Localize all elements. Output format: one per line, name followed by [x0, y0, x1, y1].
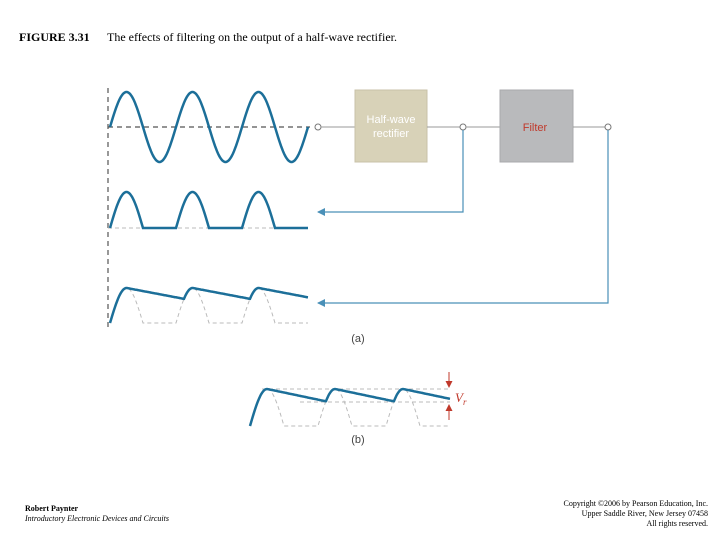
- rectifier-label-line2: rectifier: [373, 128, 409, 140]
- part-a-label: (a): [351, 333, 364, 345]
- filtered-output-waveform-a: [108, 286, 309, 324]
- rectifier-label-line1: Half-wave: [367, 114, 416, 126]
- filter-output-arrow: [317, 130, 609, 307]
- author-name: Robert Paynter: [25, 504, 79, 513]
- sine-input-waveform: [108, 90, 310, 164]
- rectifier-output-arrow: [317, 130, 464, 216]
- filter-block: [499, 89, 574, 163]
- copyright-line-3: All rights reserved.: [646, 519, 708, 528]
- rectifier-output-terminal: [459, 123, 467, 131]
- half-wave-output-waveform: [108, 190, 308, 230]
- filter-label: Filter: [523, 122, 548, 134]
- filtered-output-waveform-b: [248, 387, 451, 427]
- copyright-notice: Copyright ©2006 by Pearson Education, In…: [488, 499, 709, 529]
- filter-output-terminal: [604, 123, 612, 131]
- ripple-voltage-label: Vr: [455, 390, 467, 407]
- part-b-label: (b): [351, 434, 364, 446]
- unfiltered-ghost-waveform-a: [109, 287, 308, 324]
- unfiltered-ghost-waveform-b: [249, 388, 450, 427]
- book-title: Introductory Electronic Devices and Circ…: [25, 514, 169, 523]
- copyright-line-2: Upper Saddle River, New Jersey 07458: [581, 509, 708, 518]
- figure-caption: The effects of filtering on the output o…: [107, 30, 397, 44]
- input-terminal: [314, 123, 322, 131]
- copyright-line-1: Copyright ©2006 by Pearson Education, In…: [563, 499, 709, 508]
- half-wave-rectifier-block: [354, 89, 428, 163]
- figure-label: FIGURE 3.31: [19, 30, 90, 44]
